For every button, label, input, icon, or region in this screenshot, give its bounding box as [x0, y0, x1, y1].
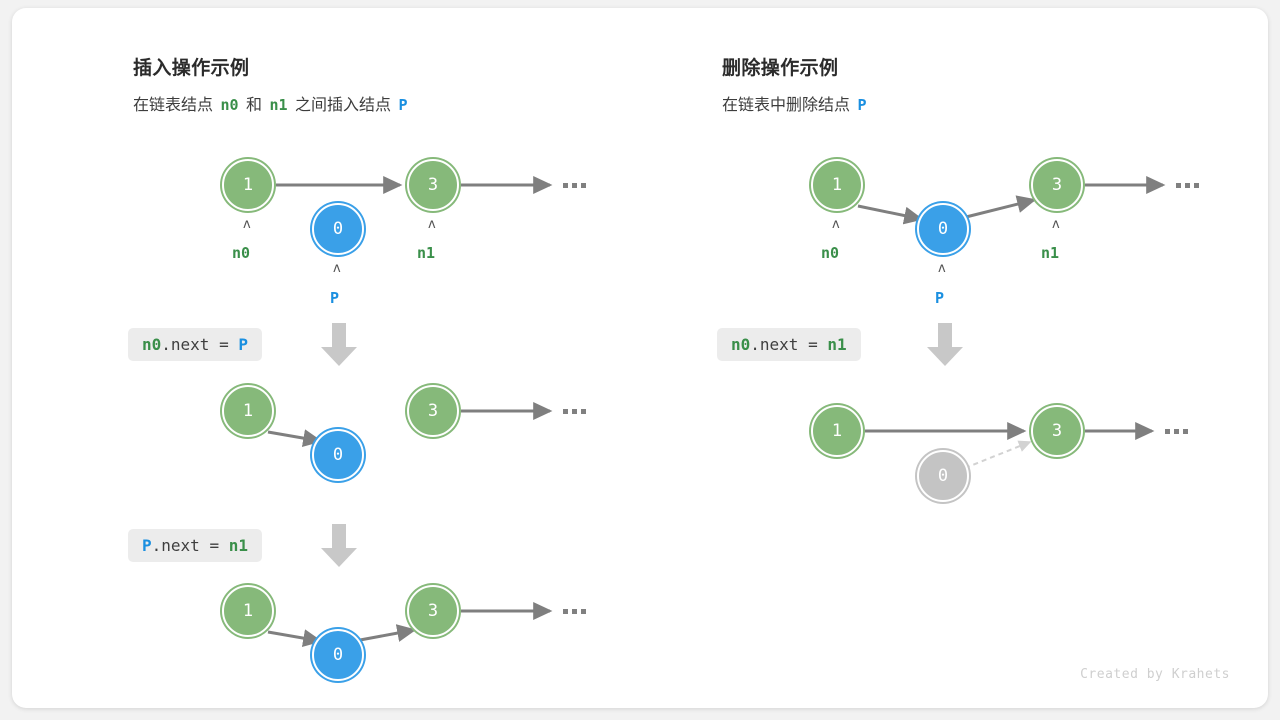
remove-subtitle-p: P [857, 96, 867, 114]
caret-icon-p: ʌ [333, 261, 341, 276]
node-p-deleted: 0 [917, 450, 969, 502]
pointer-label-n1: n1 [417, 244, 436, 262]
node-n1-remove-step1: 3 [1031, 405, 1083, 457]
remove-step-1-target: n0 [731, 335, 751, 354]
caret-icon-n0: ʌ [243, 217, 251, 232]
step-arrow-down-icon-1 [321, 323, 357, 366]
insert-step-1-middle: .next = [161, 335, 239, 354]
insert-panel-title: 插入操作示例 [133, 58, 250, 79]
insert-subtitle-part3: 之间插入结点 [294, 97, 391, 114]
insert-step-1-code: n0.next = P [128, 328, 262, 362]
node-n0: 1 [222, 159, 274, 211]
insert-step-2-code: P.next = n1 [128, 529, 262, 563]
step-arrow-down-icon-remove [927, 323, 963, 366]
ellipsis-icon-remove-row1 [1176, 183, 1199, 188]
insert-step-2-middle: .next = [151, 536, 229, 555]
insert-subtitle-n0: n0 [220, 96, 239, 114]
pointer-label-p: P [330, 289, 340, 307]
remove-subtitle-part1: 在链表中删除结点 [722, 97, 851, 114]
node-n0-remove: 1 [811, 159, 863, 211]
insert-step-1-target: n0 [142, 335, 162, 354]
caret-icon-n0-remove: ʌ [832, 217, 840, 232]
insert-subtitle-n1: n1 [269, 96, 288, 114]
remove-step-1-code: n0.next = n1 [717, 328, 861, 362]
insert-step-1-value: P [238, 335, 248, 354]
remove-step-1-middle: .next = [750, 335, 828, 354]
caret-icon-n1-remove: ʌ [1052, 217, 1060, 232]
ellipsis-icon-row3 [563, 609, 586, 614]
remove-step-1-value: n1 [827, 335, 847, 354]
insert-step-2-value: n1 [228, 536, 248, 555]
pointer-label-p-remove: P [935, 289, 945, 307]
insert-panel: 插入操作示例 在链表结点 n0 和 n1 之间插入结点 P [12, 8, 640, 708]
insert-subtitle-part1: 在链表结点 [133, 97, 214, 114]
ellipsis-icon-row2 [563, 409, 586, 414]
ellipsis-icon-remove-row2 [1165, 429, 1188, 434]
caret-icon-p-remove: ʌ [938, 261, 946, 276]
node-n0-step2: 1 [222, 585, 274, 637]
node-n0-step1: 1 [222, 385, 274, 437]
node-p-step2: 0 [312, 629, 364, 681]
node-n0-remove-step1: 1 [811, 405, 863, 457]
insert-subtitle-part2: 和 [245, 97, 262, 114]
node-n1-step1: 3 [407, 385, 459, 437]
node-n1: 3 [407, 159, 459, 211]
pointer-label-n0: n0 [232, 244, 251, 262]
insert-subtitle-p: P [398, 96, 408, 114]
remove-panel: 删除操作示例 在链表中删除结点 P 1 ʌ [606, 8, 1268, 708]
step-arrow-down-icon-2 [321, 524, 357, 567]
node-p-remove: 0 [917, 203, 969, 255]
node-p-step1: 0 [312, 429, 364, 481]
node-n1-step2: 3 [407, 585, 459, 637]
pointer-label-n0-remove: n0 [821, 244, 840, 262]
node-n1-remove: 3 [1031, 159, 1083, 211]
node-p: 0 [312, 203, 364, 255]
ellipsis-icon-row1 [563, 183, 586, 188]
pointer-label-n1-remove: n1 [1041, 244, 1060, 262]
remove-panel-subtitle: 在链表中删除结点 P [722, 91, 870, 115]
diagram-card: 插入操作示例 在链表结点 n0 和 n1 之间插入结点 P [12, 8, 1268, 708]
remove-panel-title: 删除操作示例 [722, 58, 839, 79]
insert-panel-subtitle: 在链表结点 n0 和 n1 之间插入结点 P [133, 91, 410, 115]
credit-text: Created by Krahets [1080, 667, 1230, 682]
caret-icon-n1: ʌ [428, 217, 436, 232]
insert-step-2-target: P [142, 536, 152, 555]
